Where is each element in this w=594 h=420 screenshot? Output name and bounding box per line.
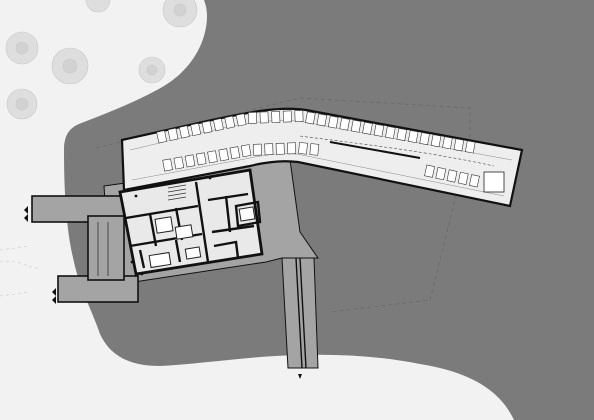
wing-partition (329, 141, 421, 159)
tree-icon (6, 88, 38, 120)
lake-water (64, 0, 594, 420)
seat-icon (156, 130, 168, 144)
entrance-arrow-icon (52, 288, 56, 296)
seat-icon (190, 122, 202, 137)
seat-icon (294, 110, 304, 123)
wing-dashed-route (299, 135, 495, 167)
seat-icon (305, 111, 316, 125)
lower-pier (281, 257, 319, 369)
seat-icon (316, 113, 328, 127)
seat-icon (240, 144, 252, 158)
entrance-arrows (24, 206, 302, 379)
seat-icon (282, 110, 292, 123)
seat-icon (373, 123, 385, 137)
seat-icon (442, 136, 453, 150)
room (174, 224, 194, 240)
room (154, 216, 174, 234)
seat-icon (465, 140, 476, 154)
service-rooms (148, 206, 256, 269)
seat-icon (424, 164, 436, 178)
seat-icon (235, 113, 247, 127)
tree-icon (51, 47, 89, 85)
seat-icon (385, 125, 396, 139)
entry-bridges (31, 195, 139, 303)
seat-icon (350, 119, 362, 133)
seat-icon (287, 142, 297, 155)
seat-icon (264, 143, 274, 156)
seat-icon (207, 150, 218, 164)
seat-icon (407, 130, 419, 144)
seat-icon (218, 148, 229, 162)
seat-icon (419, 132, 430, 146)
seat-icon (468, 174, 480, 188)
seat-icon (298, 142, 308, 155)
stair (167, 184, 187, 201)
central-building (118, 168, 264, 276)
seat-icon (184, 154, 196, 168)
site-lines (0, 245, 41, 297)
north-arrow-icon (298, 374, 302, 379)
seat-icon (173, 156, 185, 170)
seat-icon (248, 111, 258, 124)
seat-icon (224, 115, 236, 129)
seat-icon (435, 167, 447, 181)
entrance-arrow-icon (52, 296, 56, 304)
seat-icon (457, 171, 469, 185)
tree-icon (138, 56, 166, 84)
seat-icon (430, 134, 442, 148)
seat-icon (229, 146, 241, 160)
door-marks (130, 176, 212, 276)
seat-icon (213, 118, 224, 132)
seat-icon (195, 152, 207, 166)
seat-icon (339, 117, 350, 131)
entrance-arrow-icon (24, 214, 28, 222)
seat-icon (309, 143, 320, 156)
seat-row-inner (162, 142, 480, 188)
entrance-arrow-icon (24, 206, 28, 214)
tree-group (5, 0, 198, 120)
tree-icon (162, 0, 198, 28)
seat-icon (396, 128, 408, 141)
tree-icon (5, 31, 39, 65)
room (148, 251, 172, 269)
bridge-junction (87, 215, 125, 281)
seat-icon (252, 143, 262, 156)
seat-icon (259, 111, 269, 124)
room (238, 206, 256, 222)
seat-icon (446, 169, 458, 183)
seat-icon (167, 127, 179, 141)
room (184, 246, 202, 260)
seat-icon (271, 111, 281, 123)
seat-icon (362, 121, 373, 135)
seat-icon (162, 158, 173, 172)
tree-icon (85, 0, 111, 13)
seating-wing (120, 107, 524, 208)
wing-end-block (483, 171, 505, 193)
seat-row-outer (156, 110, 476, 154)
seat-icon (327, 115, 339, 129)
seat-icon (178, 125, 190, 139)
seat-icon (275, 142, 285, 155)
seat-icon (201, 120, 213, 134)
seat-icon (453, 138, 465, 152)
